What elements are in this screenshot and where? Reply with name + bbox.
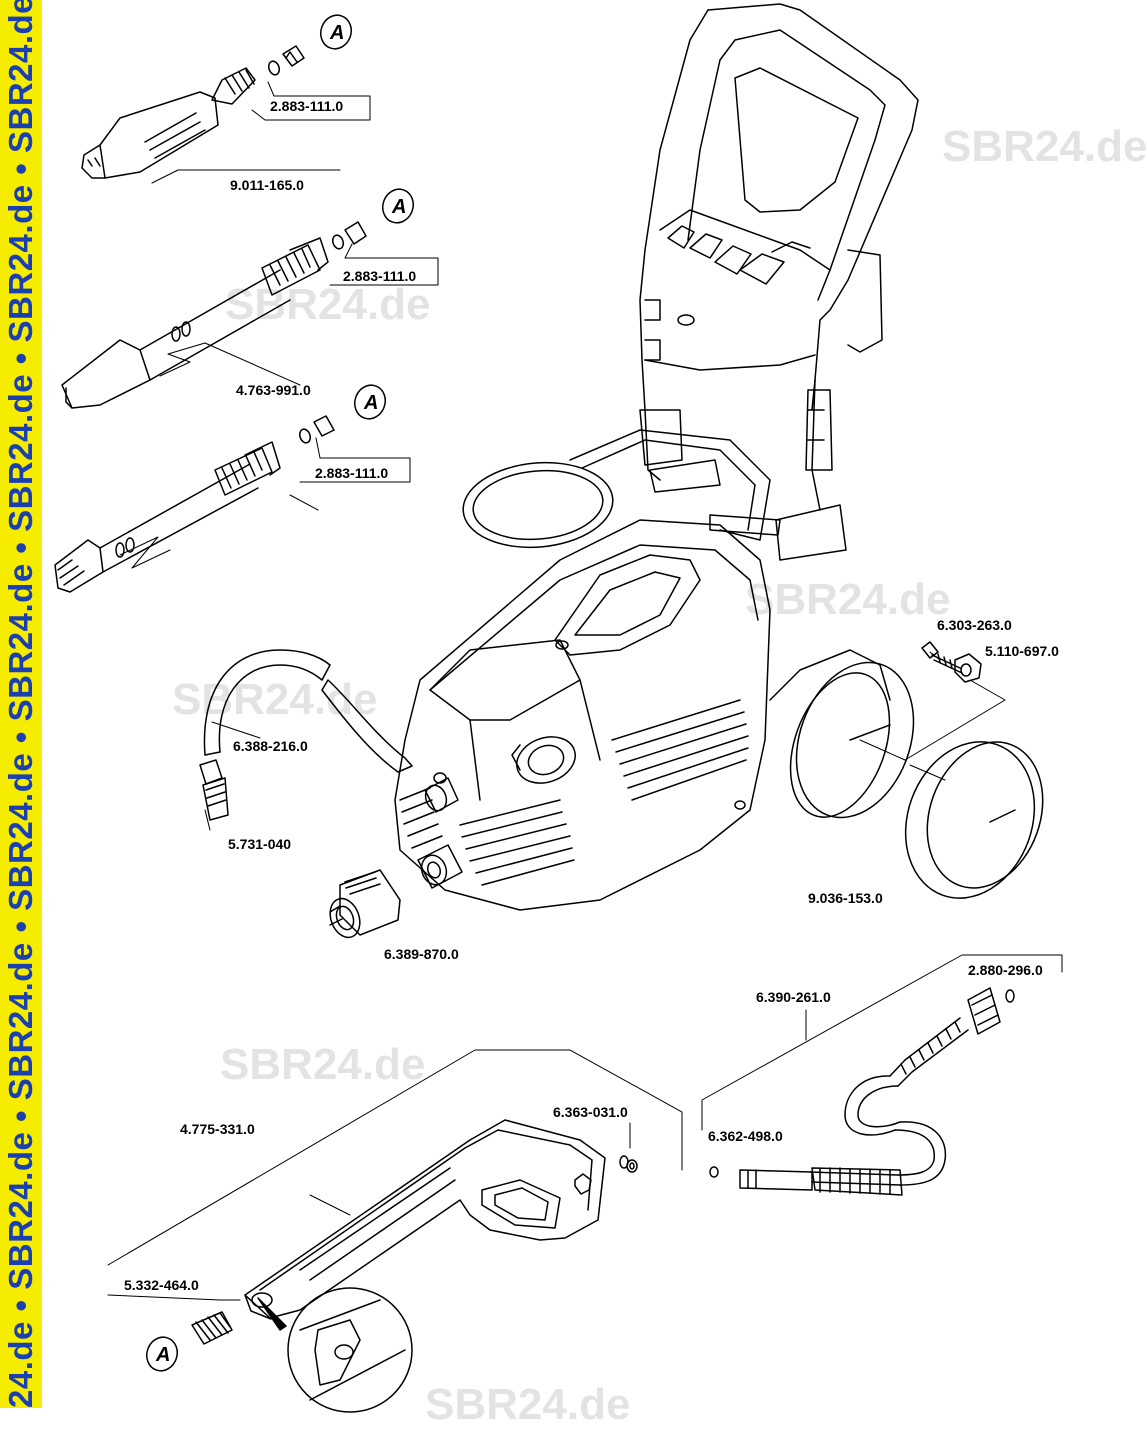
watermark-1: SBR24.de [942, 122, 1147, 171]
exploded-parts-drawing [0, 0, 1075, 1408]
trolley-handle [640, 4, 918, 560]
part-label: 6.362-498.0 [708, 1128, 783, 1144]
wheels [770, 646, 1062, 916]
part-label: 5.731-040 [228, 836, 292, 852]
part-label-A-marker-2: A [392, 196, 407, 218]
lance-4-763-991-0 [62, 222, 366, 408]
part-label: 9.011-165.0 [230, 177, 304, 193]
part-label-A-marker-4: A [156, 1344, 171, 1366]
part-label: 4.763-991.0 [236, 382, 311, 398]
part-label: 2.880-296.0 [968, 962, 1043, 978]
detail-circle [288, 1288, 412, 1412]
part-label: 6.303-263.0 [937, 617, 1012, 633]
part-label: 2.883-111.0 [270, 98, 344, 114]
lance-lower [55, 416, 334, 592]
watermark-6: SBR24.de [425, 1380, 631, 1429]
base-tray [460, 430, 780, 553]
hp-hose [710, 988, 1014, 1195]
spring [192, 1312, 232, 1344]
watermark-5: SBR24.de [220, 1040, 426, 1089]
leader-lines [108, 82, 1062, 1300]
part-label-A-marker-1: A [330, 22, 345, 44]
marker-A-balloons [142, 11, 418, 1375]
part-label-A-marker-3: A [364, 392, 379, 414]
sbr24-side-banner: 24.de • SBR24.de • SBR24.de • SBR24.de •… [0, 0, 42, 1408]
part-label: 9.036-153.0 [808, 890, 883, 906]
part-label: 5.332-464.0 [124, 1277, 199, 1293]
pressure-washer-body [395, 520, 770, 910]
watermark-3: SBR24.de [745, 575, 951, 624]
watermark-2: SBR24.de [225, 280, 431, 329]
inlet-coupling [325, 870, 400, 942]
part-label: 5.110-697.0 [985, 643, 1059, 659]
axle-screw-cap [922, 642, 981, 682]
part-label: 6.389-870.0 [384, 946, 459, 962]
part-label: 2.883-111.0 [315, 465, 389, 481]
o-rings [620, 1156, 637, 1172]
suction-hose [200, 650, 412, 820]
part-label: 6.390-261.0 [756, 989, 831, 1005]
spray-gun [245, 1120, 605, 1330]
part-label: 4.775-331.0 [180, 1121, 255, 1137]
part-label: 6.388-216.0 [233, 738, 308, 754]
part-label: 6.363-031.0 [553, 1104, 628, 1120]
nozzle-9-011-165-0 [82, 46, 304, 178]
part-label: 2.883-111.0 [343, 268, 417, 284]
